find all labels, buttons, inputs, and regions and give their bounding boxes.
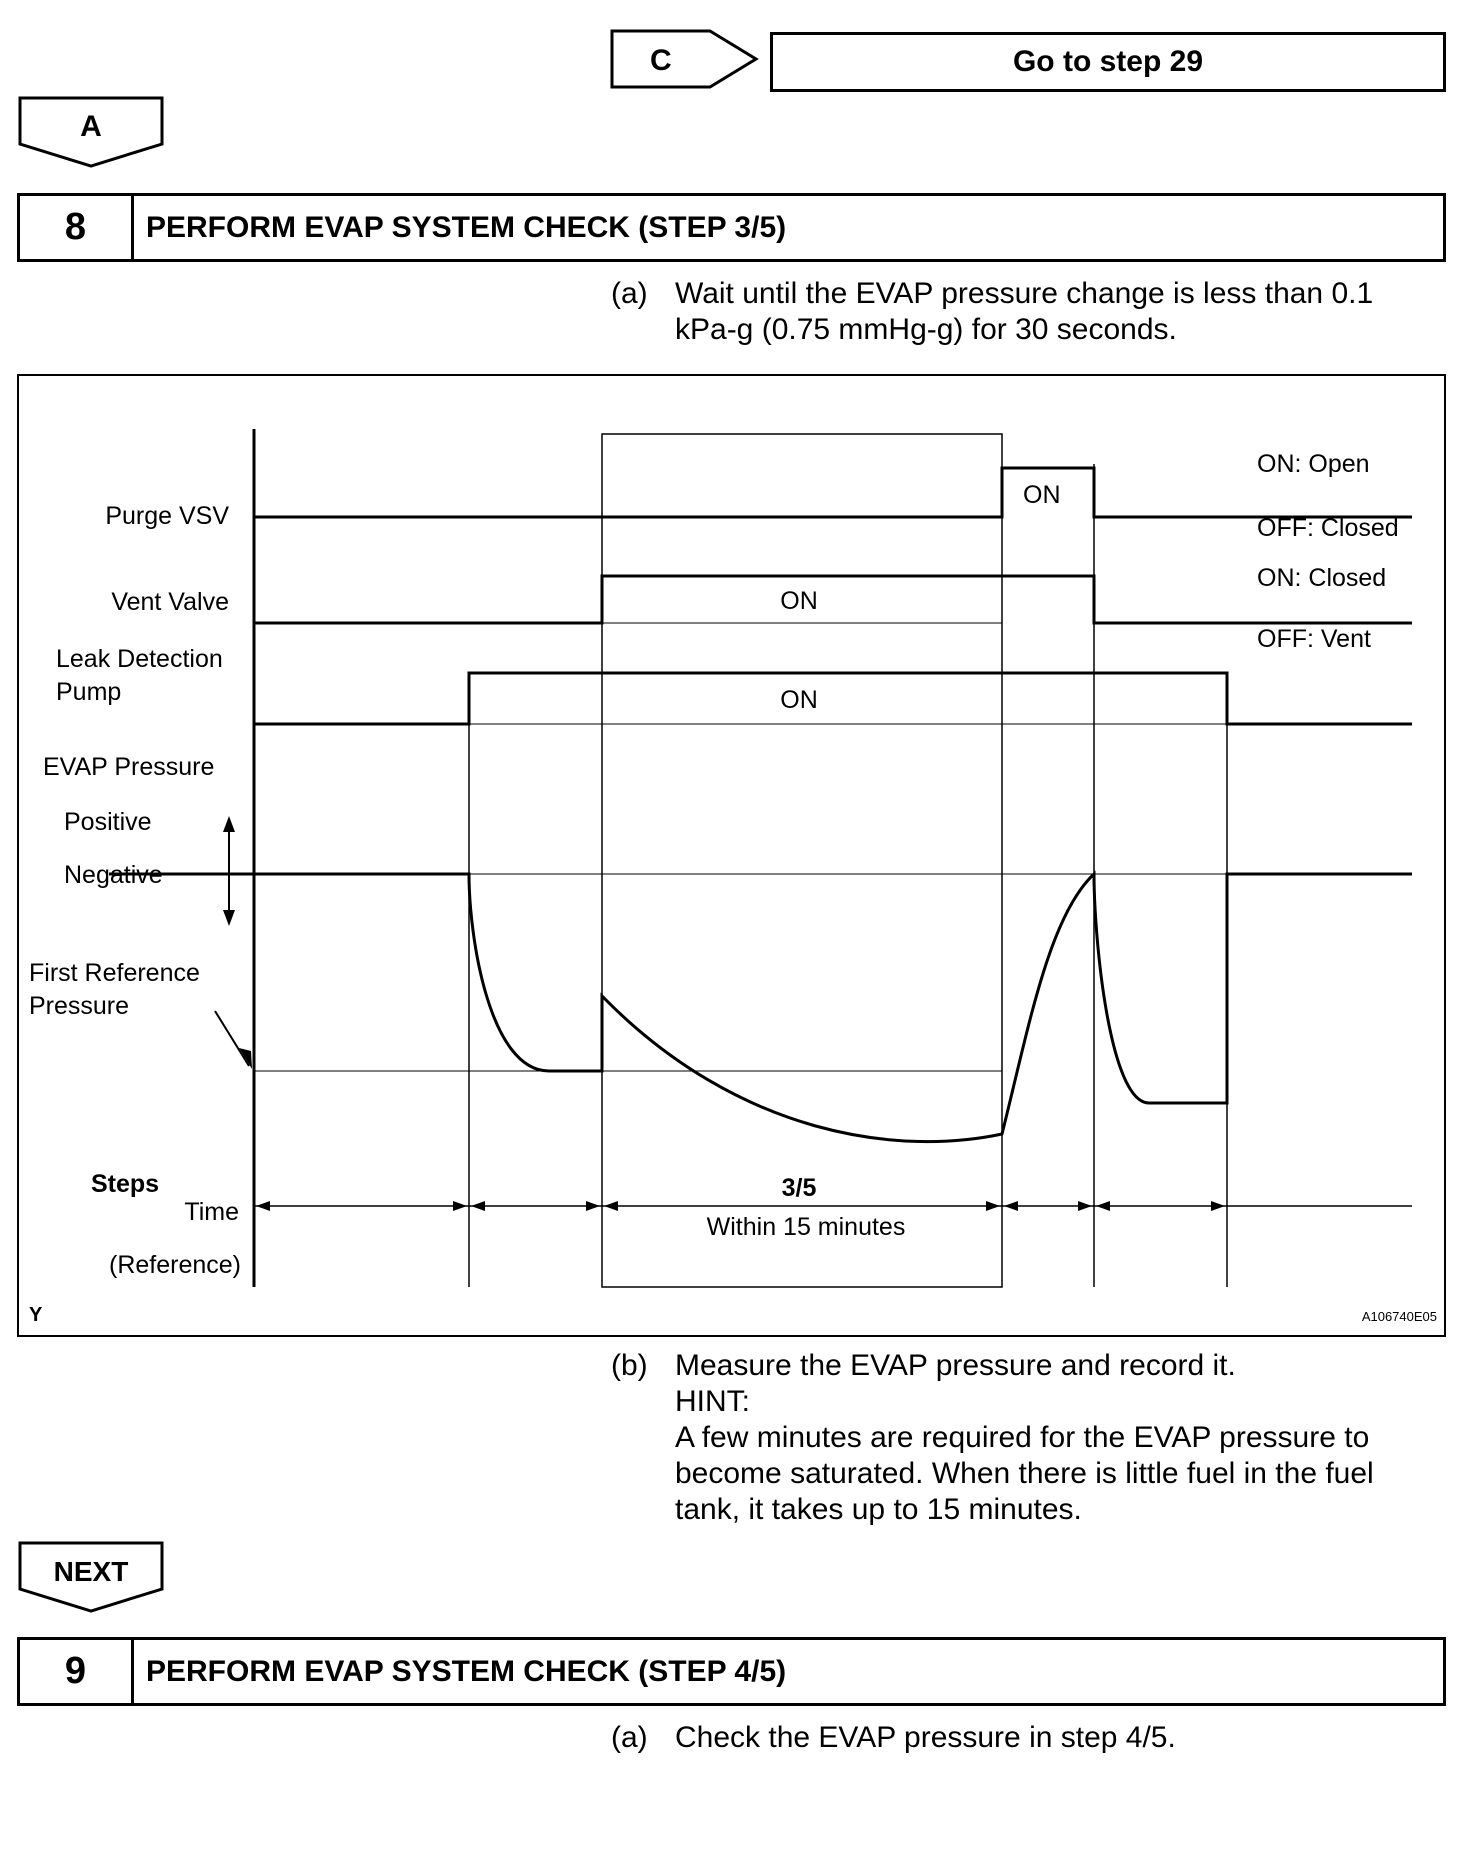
label-pump-on: ON [780,686,818,714]
step-9-header: 9 PERFORM EVAP SYSTEM CHECK (STEP 4/5) [17,1637,1446,1706]
timing-diagram: Purge VSV Vent Valve Leak Detection Pump… [17,374,1446,1337]
item-b-line3: A few minutes are required for the EVAP … [675,1421,1370,1454]
step-9-item-a-line1: Check the EVAP pressure in step 4/5. [675,1721,1176,1754]
label-reference: (Reference) [109,1251,241,1279]
time-arrow-icon [1078,1201,1092,1211]
arrow-up-icon [223,816,235,832]
label-off-vent: OFF: Vent [1257,625,1371,653]
item-b-hint: HINT: [675,1385,750,1418]
label-step-35: 3/5 [782,1174,817,1202]
label-positive: Positive [64,808,152,836]
label-time: Time [184,1198,239,1226]
item-a-line1: Wait until the EVAP pressure change is l… [675,277,1374,310]
label-corner-y: Y [29,1304,43,1326]
label-purge-vsv: Purge VSV [105,502,229,530]
label-first-ref-1: First Reference [29,959,200,987]
step-9-item-a-label: (a) [611,1721,648,1754]
c-label: C [650,44,672,77]
vent-valve-signal [254,574,1412,625]
step-9-item-a: (a) Check the EVAP pressure in step 4/5. [611,1720,1431,1760]
item-b-line1: Measure the EVAP pressure and record it. [675,1349,1236,1382]
time-arrow-icon [1211,1201,1225,1211]
label-on-closed: ON: Closed [1257,564,1386,592]
label-first-ref-2: Pressure [29,992,129,1020]
leak-pump-signal [254,671,1412,726]
label-vent-on: ON [780,587,818,615]
item-b-label: (b) [611,1349,648,1382]
time-arrow-icon [471,1201,485,1211]
label-leak-pump-1: Leak Detection [56,645,223,673]
step-8-title: PERFORM EVAP SYSTEM CHECK (STEP 3/5) [146,210,787,244]
goto-step-29-box[interactable]: Go to step 29 [770,32,1446,92]
label-negative: Negative [64,861,163,889]
item-a-label: (a) [611,277,648,310]
a-arrow-tab[interactable]: A [18,96,166,170]
next-label: NEXT [54,1556,129,1587]
arrow-down-icon [223,910,235,926]
item-b-line5: tank, it takes up to 15 minutes. [675,1493,1082,1526]
time-arrow-icon [586,1201,600,1211]
time-arrow-icon [604,1201,618,1211]
label-vent-valve: Vent Valve [111,588,229,616]
label-steps: Steps [91,1170,159,1198]
label-leak-pump-2: Pump [56,678,121,706]
step-35-window [601,433,1003,1288]
pointer-arrow-icon [239,1048,252,1069]
label-purge-on: ON [1023,481,1061,509]
time-arrow-icon [1096,1201,1110,1211]
step-8-header: 8 PERFORM EVAP SYSTEM CHECK (STEP 3/5) [17,193,1446,262]
goto-step-29-label: Go to step 29 [1012,45,1204,78]
step-8-item-a: (a) Wait until the EVAP pressure change … [611,276,1431,352]
label-on-open: ON: Open [1257,450,1370,478]
next-arrow-tab[interactable]: NEXT [18,1541,166,1615]
step-9-title: PERFORM EVAP SYSTEM CHECK (STEP 4/5) [146,1654,787,1688]
a-label: A [80,110,102,143]
label-evap-pressure: EVAP Pressure [43,753,214,781]
timing-diagram-svg: Purge VSV Vent Valve Leak Detection Pump… [29,429,1437,1326]
purge-vsv-signal [254,466,1412,519]
time-arrow-icon [256,1201,270,1211]
figure-id: A106740E05 [1362,1309,1437,1324]
time-arrow-icon [453,1201,467,1211]
time-arrow-icon [1004,1201,1018,1211]
time-arrow-icon [986,1201,1000,1211]
first-ref-pointer [214,1010,250,1067]
c-arrow-tab[interactable]: C [610,28,760,90]
item-b-line4: become saturated. When there is little f… [675,1457,1374,1490]
evap-pressure-curve [109,870,1412,1144]
step-9-number: 9 [20,1640,134,1703]
step-8-item-b: (b) Measure the EVAP pressure and record… [611,1348,1431,1530]
step-8-number: 8 [20,196,134,259]
label-within-15-minutes: Within 15 minutes [707,1213,906,1241]
item-a-line2: kPa-g (0.75 mmHg-g) for 30 seconds. [675,313,1177,346]
label-off-closed: OFF: Closed [1257,514,1399,542]
